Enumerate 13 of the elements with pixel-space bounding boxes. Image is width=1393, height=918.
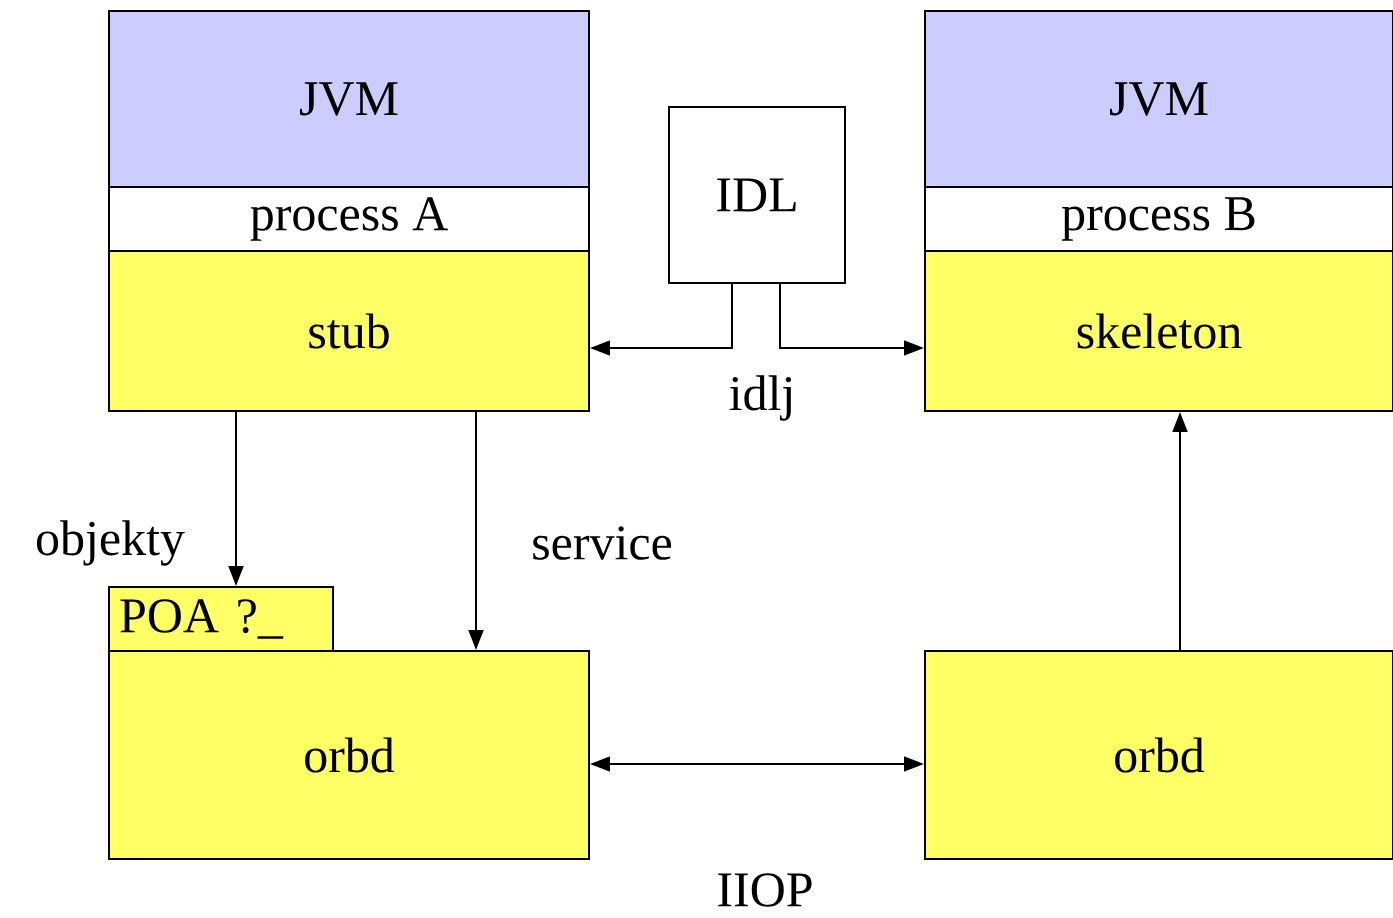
process-box: process A bbox=[108, 186, 590, 252]
jvm-box: JVM bbox=[108, 10, 590, 188]
edge-label: IIOP bbox=[714, 871, 816, 909]
edge-label: service bbox=[529, 524, 675, 562]
jvm-box: JVM bbox=[924, 10, 1393, 188]
idl-box: IDL bbox=[668, 106, 846, 284]
orbd-box: orbd bbox=[924, 650, 1393, 860]
skeleton-box: skeleton bbox=[924, 250, 1393, 412]
process-box: process B bbox=[924, 186, 1393, 252]
edge-label: objekty bbox=[33, 518, 187, 568]
poa-box: POA ?_ bbox=[108, 586, 334, 652]
stub-box: stub bbox=[108, 250, 590, 412]
label: idlj bbox=[729, 375, 792, 421]
